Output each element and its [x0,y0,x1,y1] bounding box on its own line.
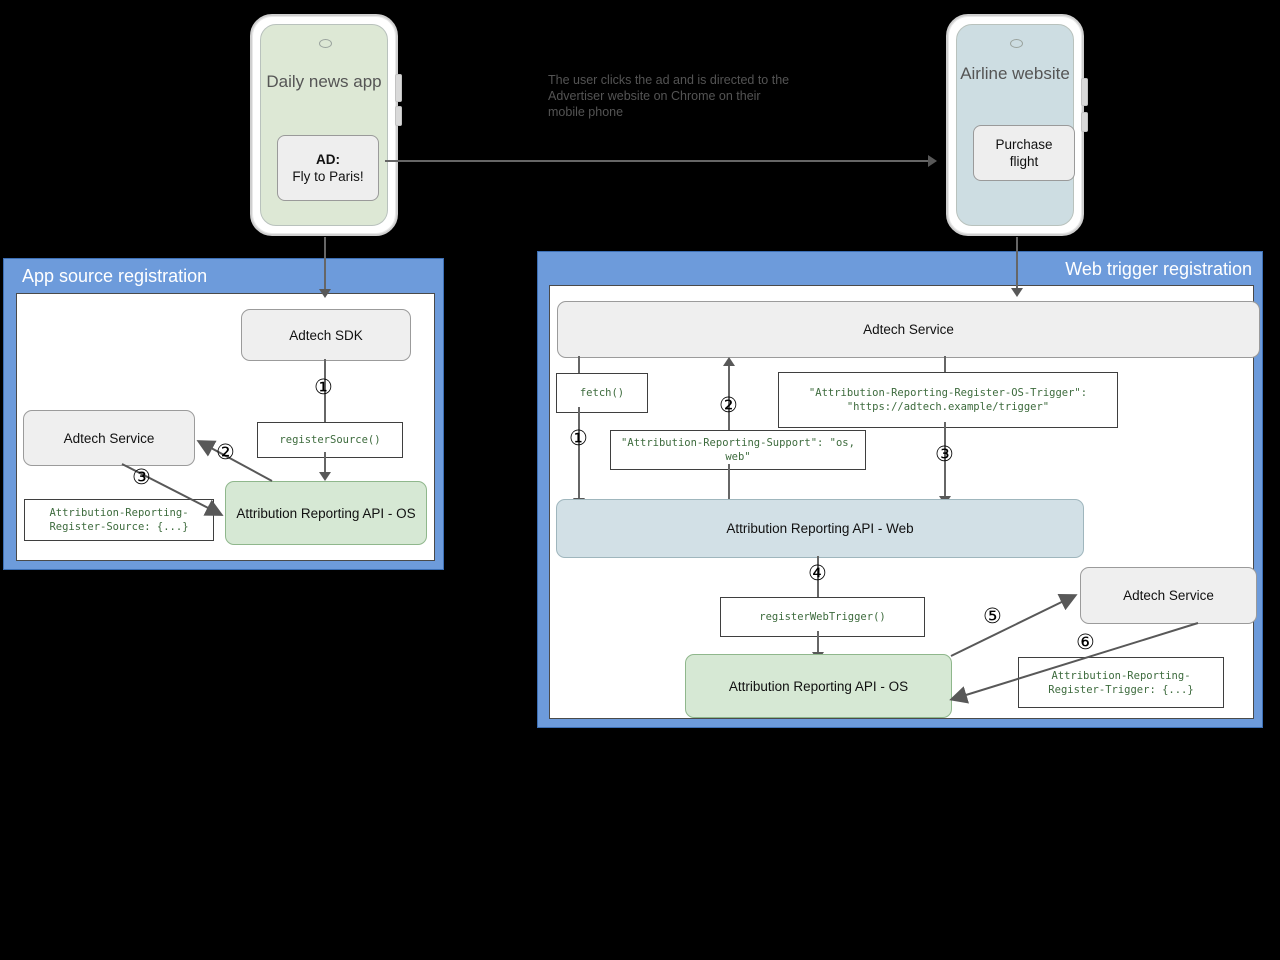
code-register-source: registerSource() [257,422,403,458]
code-support-header: "Attribution-Reporting-Support": "os, we… [610,430,866,470]
node-adtech-service-left[interactable]: Adtech Service [23,410,195,466]
ad-tile-subtext: Fly to Paris! [292,169,364,184]
step-marker-2-right: ② [719,393,738,417]
ad-tile[interactable]: AD: Fly to Paris! [277,135,379,201]
ad-tile-heading: AD: [316,152,340,167]
step-marker-1-left: ① [314,375,333,399]
code-support-header-text: "Attribution-Reporting-Support": "os, we… [621,437,855,463]
phone-to-sdk-connector [324,237,326,289]
app-source-registration-title: App source registration [22,266,208,286]
adtech-to-os-trigger-connector [944,356,946,373]
phone-button-volume [1081,78,1088,106]
os-to-adtech-service-arrow [121,440,273,516]
web-trigger-registration-panel: Web trigger registration Adtech Service … [537,237,1263,728]
node-ar-api-os-left[interactable]: Attribution Reporting API - OS [225,481,427,545]
advertiser-phone: Airline website Purchase flight [946,14,1088,236]
code-register-trigger-header-line1: Attribution-Reporting- [1051,669,1191,682]
node-ar-api-web-label: Attribution Reporting API - Web [726,521,914,536]
code-fetch: fetch() [556,373,648,413]
web-trigger-registration-title: Web trigger registration [1065,259,1252,279]
code-fetch-text: fetch() [579,387,625,399]
node-ar-api-os-right[interactable]: Attribution Reporting API - OS [685,654,952,718]
adtech-to-fetch-connector [578,356,580,374]
sdk-to-os-connector-lower [324,452,326,474]
code-register-trigger-header: Attribution-Reporting- Register-Trigger:… [1018,657,1224,708]
ad-to-website-arrowhead [928,155,937,167]
node-adtech-sdk-label: Adtech SDK [289,327,363,343]
support-to-adtech-arrowhead [723,357,735,366]
advertiser-phone-screen-title: Airline website [957,63,1073,85]
phone-to-sdk-arrowhead [319,289,331,298]
register-to-os-connector [817,631,819,655]
camera-icon [319,39,332,48]
code-register-web-trigger: registerWebTrigger() [720,597,925,637]
code-os-trigger-header: "Attribution-Reporting-Register-OS-Trigg… [778,372,1118,428]
step-marker-2-left: ② [216,440,235,464]
node-adtech-service-top[interactable]: Adtech Service [557,301,1260,358]
purchase-flight-tile[interactable]: Purchase flight [973,125,1075,181]
code-os-trigger-header-line2: "https://adtech.example/trigger" [846,401,1050,413]
step-marker-4-right: ④ [808,561,827,585]
step-marker-1-right: ① [569,426,588,450]
node-adtech-sdk[interactable]: Adtech SDK [241,309,411,361]
phone-to-adtech-service-arrowhead [1011,288,1023,297]
node-ar-api-os-left-label: Attribution Reporting API - OS [236,505,416,521]
code-register-source-header: Attribution-Reporting-Register-Source: {… [24,499,214,541]
publisher-phone: Daily news app AD: Fly to Paris! [250,14,402,236]
step-marker-5-right: ⑤ [983,604,1002,628]
node-adtech-service-bottom[interactable]: Adtech Service [1080,567,1257,624]
phone-button-power [395,106,402,126]
app-source-registration-panel: App source registration Adtech SDK Adtec… [3,237,444,570]
bottom-diagonal-arrows [949,594,1199,704]
step-marker-3-left: ③ [132,465,151,489]
advertiser-phone-screen-title-line1: Airline website [960,64,1070,83]
purchase-flight-line2: flight [1009,154,1039,169]
sdk-to-os-connector-upper [324,359,326,422]
fetch-to-web-connector [578,407,580,502]
step-marker-3-right: ③ [935,442,954,466]
purchase-flight-line1: Purchase [995,137,1053,152]
node-ar-api-web[interactable]: Attribution Reporting API - Web [556,499,1084,558]
support-to-adtech-connector-upper [728,366,730,430]
flow-caption: The user clicks the ad and is directed t… [548,73,790,119]
node-adtech-service-bottom-label: Adtech Service [1123,588,1214,603]
support-to-adtech-connector-lower [728,464,730,506]
code-os-trigger-header-line1: "Attribution-Reporting-Register-OS-Trigg… [808,387,1088,399]
node-ar-api-os-right-label: Attribution Reporting API - OS [728,678,909,694]
web-to-register-connector [817,556,819,598]
os-trigger-to-web-connector [944,422,946,500]
publisher-phone-screen: Daily news app AD: Fly to Paris! [260,24,388,226]
code-register-source-text: registerSource() [279,434,381,446]
advertiser-phone-screen: Airline website Purchase flight [956,24,1075,226]
code-register-trigger-header-line2: Register-Trigger: {...} [1048,683,1194,696]
code-register-web-trigger-text: registerWebTrigger() [759,611,886,623]
phone-to-adtech-service-connector [1016,237,1018,289]
node-adtech-service-top-label: Adtech Service [863,322,954,337]
phone-button-volume [395,74,402,102]
code-register-source-header-text: Attribution-Reporting-Register-Source: {… [49,507,189,533]
step-marker-6-right: ⑥ [1076,630,1095,654]
phone-button-power [1081,112,1088,132]
camera-icon [1010,39,1023,48]
ad-to-website-connector [385,160,929,162]
publisher-phone-screen-title: Daily news app [266,72,382,91]
node-adtech-service-left-label: Adtech Service [63,430,155,446]
sdk-to-os-arrowhead [319,472,331,481]
